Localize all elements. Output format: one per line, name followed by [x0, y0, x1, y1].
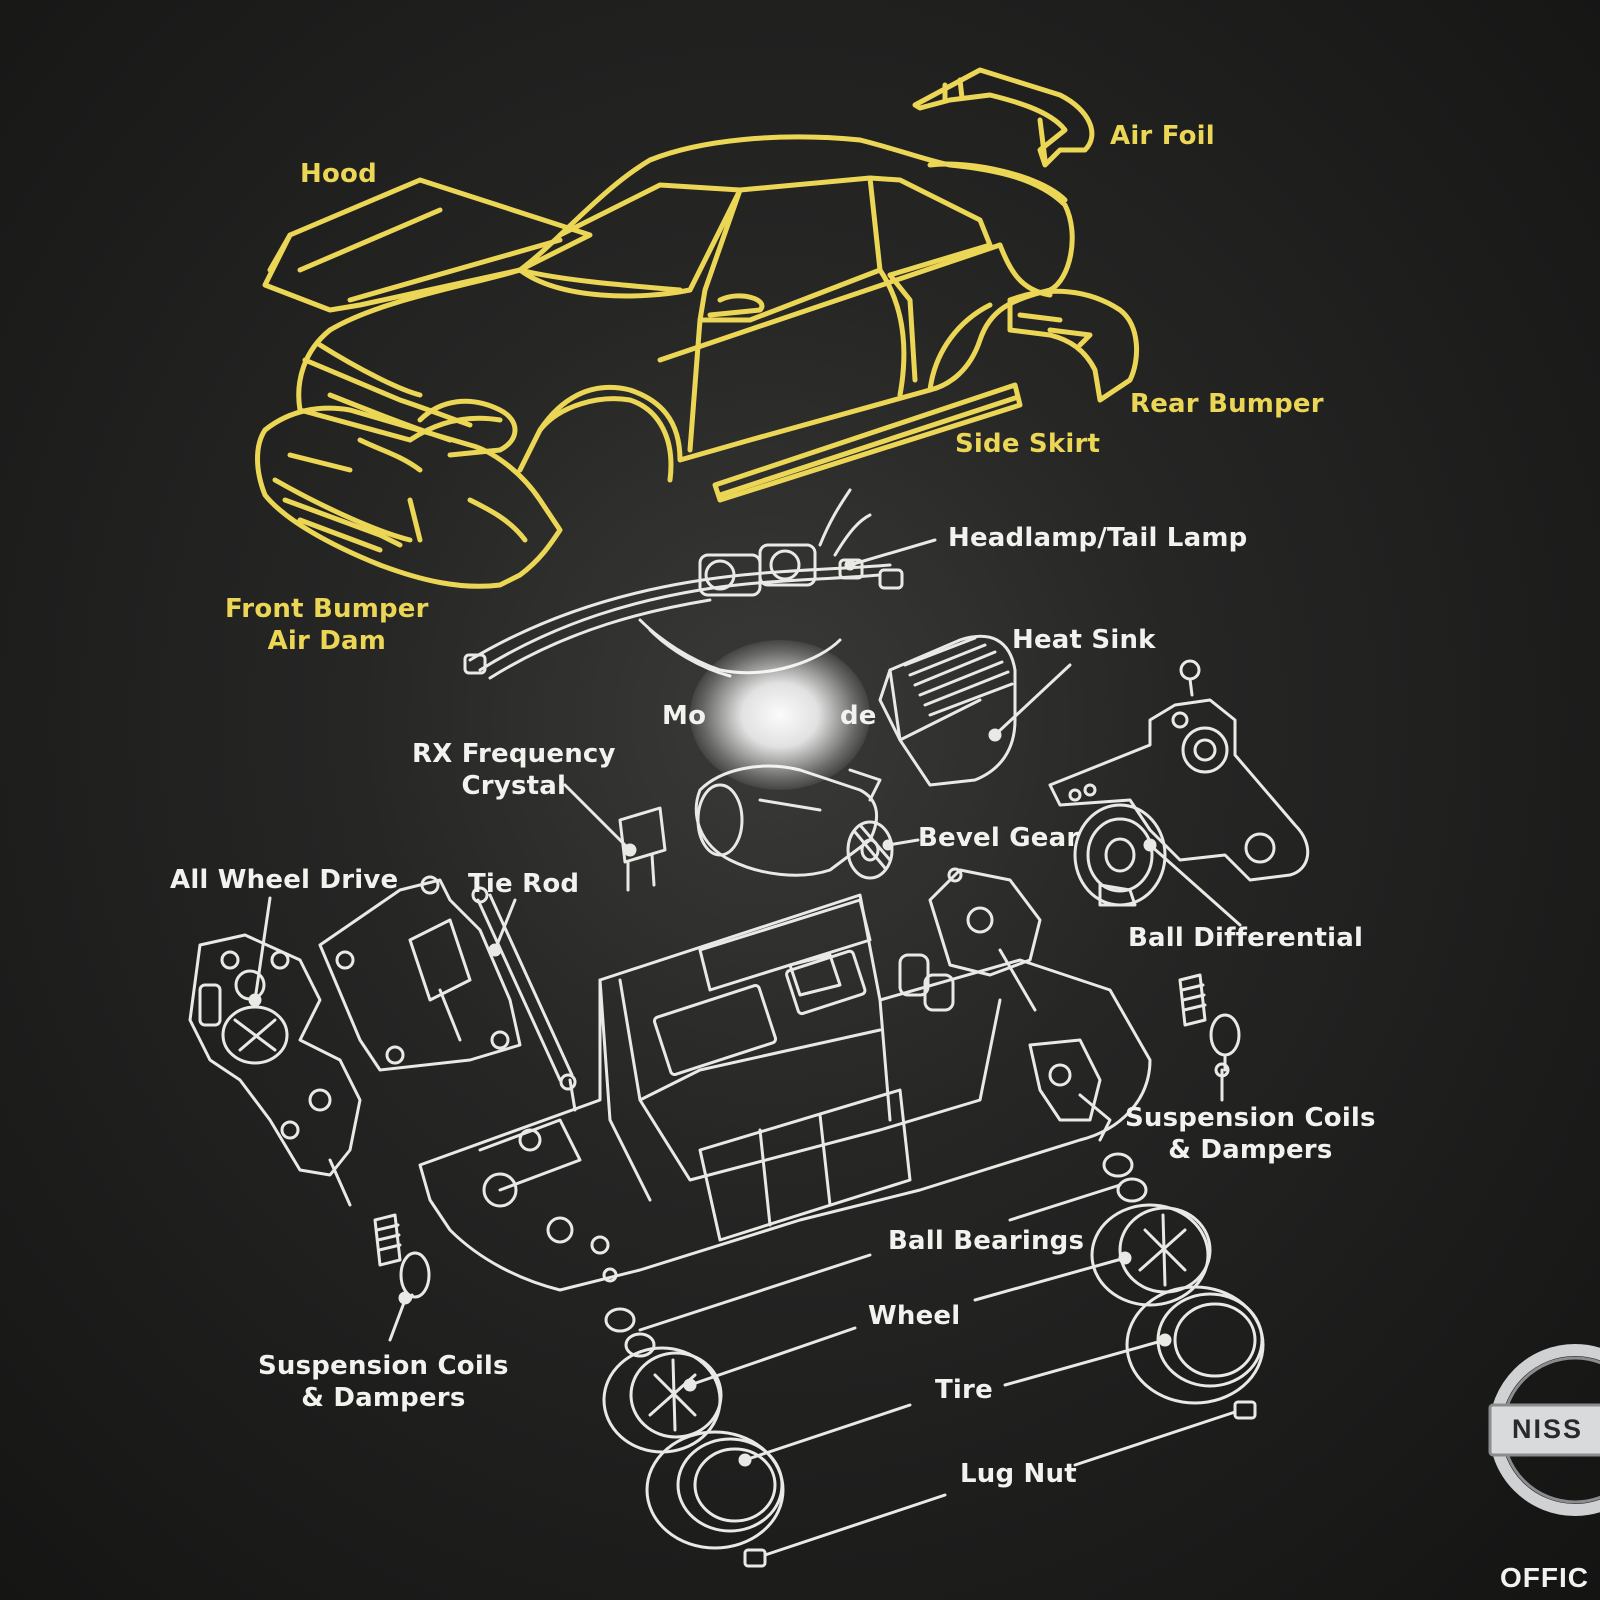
- label-lug-nut: Lug Nut: [960, 1459, 1077, 1489]
- label-ball-bearings: Ball Bearings: [888, 1226, 1085, 1256]
- rear-bumper-part: [1007, 288, 1140, 403]
- rear-gearbox: [788, 867, 1042, 1012]
- leader-tire-right: [1003, 1338, 1167, 1387]
- label-bevel-gear: Bevel Gear: [918, 823, 1080, 853]
- nissan-logo-icon: [1488, 1344, 1600, 1516]
- right-tire-part: [1125, 1285, 1265, 1405]
- label-rx-frequency-crystal: RX Frequency Crystal: [412, 739, 616, 801]
- label-heat-sink: Heat Sink: [1012, 625, 1156, 655]
- label-hood: Hood: [300, 159, 377, 189]
- tie-rod-part: [471, 886, 577, 1112]
- car-body-shell: [296, 134, 1075, 483]
- label-side-skirt: Side Skirt: [955, 429, 1101, 459]
- label-all-wheel-drive: All Wheel Drive: [170, 865, 399, 895]
- left-suspension-part: [373, 1213, 431, 1302]
- lug-nut-parts: [743, 1400, 1257, 1568]
- leader-tie-rod: [493, 898, 517, 952]
- ball-bearings-part: [604, 1152, 1148, 1358]
- label-motor-end: de: [840, 701, 877, 731]
- leader-wheel-left: [688, 1326, 857, 1387]
- label-suspension-right: Suspension Coils & Dampers: [1125, 1103, 1376, 1165]
- nissan-logo-text: NISS: [1512, 1414, 1584, 1444]
- heat-sink-part: [878, 634, 1017, 787]
- main-chassis: [418, 893, 1152, 1292]
- right-suspension-part: [1178, 973, 1241, 1078]
- label-suspension-left: Suspension Coils & Dampers: [258, 1351, 509, 1413]
- label-headlamp-tail-lamp: Headlamp/Tail Lamp: [948, 523, 1248, 553]
- side-skirt-part: [712, 382, 1023, 503]
- footer-text: OFFIC: [1500, 1562, 1589, 1593]
- ball-differential-part: [1048, 659, 1310, 907]
- leader-ball-diff: [1148, 843, 1242, 927]
- label-tie-rod: Tie Rod: [468, 869, 580, 899]
- leader-suspension-left: [388, 1298, 407, 1342]
- leader-ball-bearings-right: [1008, 1183, 1122, 1222]
- front-bulkhead-plate: [318, 875, 522, 1072]
- leader-heat-sink: [993, 663, 1072, 737]
- leader-headlamp: [848, 538, 937, 567]
- all-wheel-drive-part: [188, 933, 362, 1207]
- label-rear-bumper: Rear Bumper: [1130, 389, 1324, 419]
- hood-part: [262, 177, 593, 313]
- bevel-gear-part: [846, 820, 894, 880]
- headlamp-assembly: [463, 488, 904, 680]
- leader-tire-left: [743, 1403, 912, 1462]
- left-wheel-part: [602, 1346, 723, 1454]
- leader-wheel-right: [973, 1256, 1127, 1302]
- label-ball-differential: Ball Differential: [1128, 923, 1364, 953]
- right-wheel-part: [1090, 1203, 1212, 1307]
- front-bumper-part: [255, 405, 563, 589]
- leader-awd: [253, 896, 272, 1002]
- air-foil-part: [912, 67, 1095, 168]
- leader-lug-nut-right: [1073, 1410, 1237, 1467]
- left-tire-part: [645, 1430, 785, 1550]
- label-wheel: Wheel: [868, 1301, 961, 1331]
- label-air-foil: Air Foil: [1110, 121, 1215, 151]
- motor-part: [694, 764, 882, 877]
- right-knuckle: [1028, 1038, 1112, 1142]
- leader-rx-crystal: [563, 783, 632, 852]
- label-front-bumper-air-dam: Front Bumper Air Dam: [225, 594, 429, 656]
- label-tire: Tire: [935, 1375, 993, 1405]
- label-motor-start: Mo: [662, 701, 707, 731]
- leader-ball-bearings-left: [638, 1253, 872, 1332]
- rx-crystal-part: [618, 806, 667, 892]
- leader-lug-nut-left: [763, 1493, 947, 1557]
